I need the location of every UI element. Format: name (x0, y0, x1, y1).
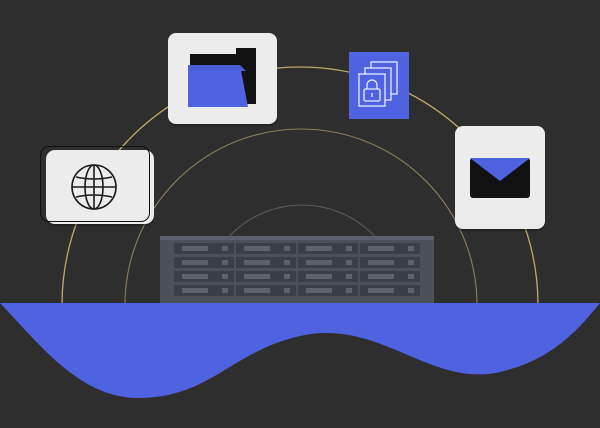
server-bay-led (284, 260, 290, 265)
server-bay-led (284, 288, 290, 293)
server-bay-slot (244, 260, 270, 265)
blue-wave (0, 303, 600, 398)
server-bay-led (346, 274, 352, 279)
server-bay-led (346, 260, 352, 265)
server-bay-led (346, 288, 352, 293)
server-bay-slot (368, 274, 394, 279)
folder-icon (188, 48, 256, 107)
lock-documents-icon (358, 61, 398, 107)
server-bay-led (408, 260, 414, 265)
server-bay-slot (368, 260, 394, 265)
server-bay-slot (368, 288, 394, 293)
globe-card-outline (40, 146, 150, 222)
mail-icon (470, 158, 530, 198)
server-bay-slot (306, 274, 332, 279)
server-bay-slot (182, 274, 208, 279)
server-bay-led (408, 274, 414, 279)
server-bay-slot (244, 274, 270, 279)
server-bay-led (222, 274, 228, 279)
server-bay-slot (182, 260, 208, 265)
server-bay-slot (306, 288, 332, 293)
folder-card (168, 33, 277, 124)
server-bay-led (284, 246, 290, 251)
server-bay-led (222, 288, 228, 293)
server-bay-led (346, 246, 352, 251)
lock-documents-card (349, 52, 409, 119)
server-bays (174, 243, 420, 296)
server-bay-led (284, 274, 290, 279)
globe-card (46, 150, 154, 224)
server-bay-slot (182, 246, 208, 251)
server-bay-slot (182, 288, 208, 293)
mail-card (455, 126, 545, 229)
server-bay-slot (306, 260, 332, 265)
server-bay-led (222, 260, 228, 265)
nas-server-icon (160, 236, 434, 304)
server-bay-slot (244, 288, 270, 293)
server-bay-led (408, 288, 414, 293)
server-bay-slot (306, 246, 332, 251)
globe-icon (71, 164, 117, 210)
server-bay-slot (244, 246, 270, 251)
server-bay-led (408, 246, 414, 251)
server-bay-led (222, 246, 228, 251)
server-bay-slot (368, 246, 394, 251)
